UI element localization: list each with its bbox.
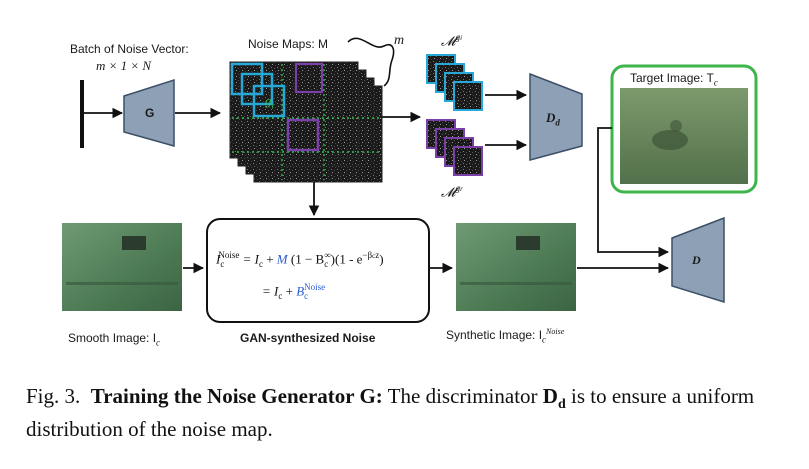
formula-box: IcNoise = Ic + M (1 − Bc∞)(1 - e−βcz) = … [206,218,430,323]
noise-map-stack [229,61,383,183]
generator-block [123,78,175,147]
formula-line-2: = Ic + BcNoise [262,282,326,301]
m-brace [347,37,395,87]
mgr-label: 𝓜gr [441,183,463,200]
gi-label: gi [265,93,275,111]
patch-stack-gi [426,54,483,111]
caption-dd: Dd [542,384,566,413]
synthetic-image-label: Synthetic Image: IcNoise [446,327,565,345]
arrow-target-to-d [597,127,670,258]
figure-caption: Fig. 3. Training the Noise Generator G: … [26,384,755,442]
m-brace-label: m [394,33,405,48]
patch-stack-gr [426,119,483,176]
formula-line-1: IcNoise = Ic + M (1 − Bc∞)(1 - e−βcz) [216,250,384,269]
discriminator-dd-block [529,72,583,161]
mgi-label: 𝓜gi [441,32,463,49]
noise-maps-label: Noise Maps: M [248,37,329,51]
diagram-canvas [62,37,758,311]
target-image-label: Target Image: Tc [630,71,718,88]
smooth-image-tv [122,236,146,250]
generator-label: G [145,106,155,120]
caption-bold-title: Training the Noise Generator G: [90,384,383,408]
batch-dimensions: m × 1 × N [96,58,152,73]
d-label: D [692,253,701,267]
dd-label: Dd [546,110,560,128]
batch-label: Batch of Noise Vector: [70,42,189,56]
synthetic-image-tv [516,236,540,250]
target-image-diver [652,130,688,150]
discriminator-d-block [671,216,725,304]
gan-noise-label: GAN-synthesized Noise [240,331,376,345]
smooth-image-label: Smooth Image: Ic [68,331,161,348]
